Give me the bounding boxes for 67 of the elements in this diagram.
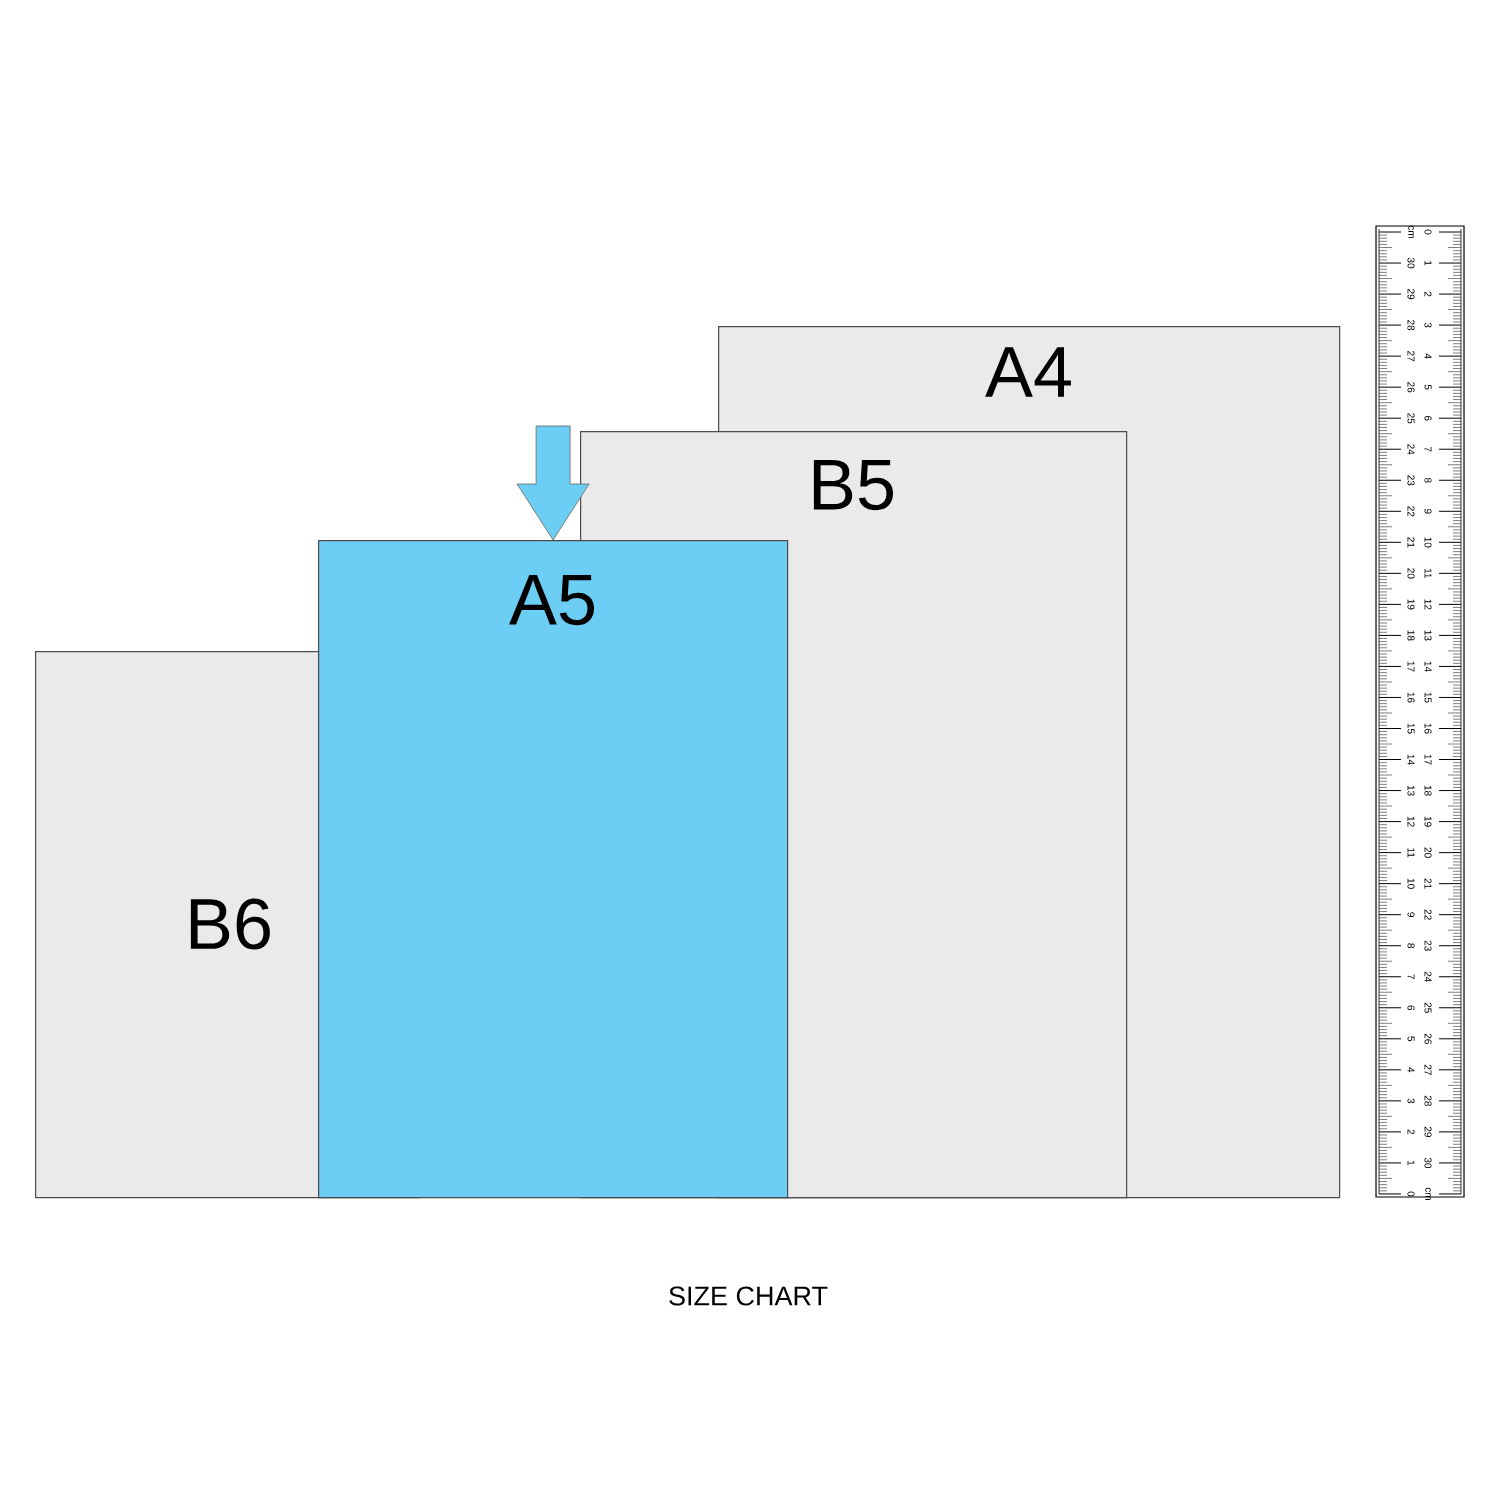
ruler-number: 15 [1407,723,1415,734]
ruler-number: 7 [1407,974,1415,979]
ruler-number: 8 [1407,943,1415,949]
ruler-number: 18 [1407,630,1415,641]
ruler-number: 6 [1407,1005,1415,1011]
ruler-number: 10 [1407,878,1415,889]
ruler-number: 19 [1407,599,1415,610]
ruler-number: 24 [1424,971,1432,982]
ruler-number: 14 [1424,661,1432,672]
ruler-number: 18 [1424,785,1432,796]
ruler-number: 25 [1407,413,1415,424]
ruler-number: 26 [1407,382,1415,393]
ruler-number: 13 [1407,785,1415,796]
ruler-number: 4 [1424,353,1432,359]
ruler-number: 1 [1424,261,1432,266]
ruler-number: 6 [1424,415,1432,421]
ruler-number: 26 [1424,1033,1432,1044]
ruler-number: 0 [1424,229,1432,235]
ruler-number: 1 [1407,1160,1415,1166]
ruler-number: 7 [1424,446,1432,452]
ruler-number: 27 [1407,351,1415,362]
ruler-number: 29 [1407,289,1415,300]
arrow [516,425,590,541]
ruler-number: 16 [1407,692,1415,703]
ruler-number: 2 [1407,1129,1415,1135]
ruler-number: 11 [1407,848,1415,858]
ruler-number: 11 [1424,568,1432,579]
ruler-number: 4 [1407,1067,1415,1073]
ruler-number: 12 [1407,816,1415,827]
ruler-number: 28 [1424,1095,1432,1106]
ruler-number: 15 [1424,692,1432,703]
ruler-number: 5 [1424,384,1432,390]
ruler-number: 20 [1424,847,1432,858]
ruler-number: 24 [1407,444,1415,455]
ruler-number: 10 [1424,537,1432,548]
ruler-number: 14 [1407,754,1415,765]
ruler-number: 19 [1424,816,1432,827]
paper-sheet: A5 [318,540,789,1199]
ruler-number: 3 [1407,1098,1415,1104]
ruler-number: 9 [1407,912,1415,917]
ruler-number: 21 [1407,537,1415,548]
ruler-number: cm [1425,1187,1431,1200]
ruler-number: 3 [1424,322,1432,328]
ruler-number: 27 [1424,1064,1432,1075]
ruler-number: 12 [1424,599,1432,610]
ruler-number: 22 [1407,506,1415,517]
ruler-number: 21 [1424,878,1432,889]
ruler-number: 25 [1424,1002,1432,1013]
ruler-number: 17 [1424,754,1432,765]
ruler-number: 30 [1407,257,1415,269]
ruler-number: 13 [1424,630,1432,641]
ruler-number: 28 [1407,320,1415,331]
ruler-number: 23 [1424,940,1432,951]
ruler-number: 9 [1424,508,1432,514]
ruler-number: cm [1408,225,1414,238]
ruler-number: 29 [1424,1126,1432,1137]
caption: SIZE CHART [669,1286,828,1306]
ruler-number: 0 [1407,1191,1415,1197]
ruler-number: 22 [1424,909,1432,920]
ruler-number: 5 [1407,1036,1415,1042]
ruler-number: 8 [1424,477,1432,483]
ruler-number: 30 [1424,1157,1432,1169]
ruler-number: 2 [1424,291,1432,297]
ruler-number: 23 [1407,475,1415,486]
ruler-number: 20 [1407,568,1415,579]
ruler-number: 16 [1424,723,1432,734]
ruler-number: 17 [1407,661,1415,672]
